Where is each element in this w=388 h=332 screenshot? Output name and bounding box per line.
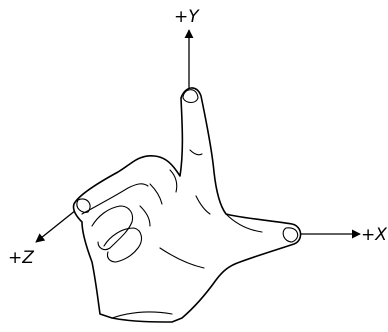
z-axis-label: +Z <box>8 248 34 268</box>
z-axis-arrow <box>36 210 76 242</box>
x-axis-label: +X <box>361 225 387 245</box>
thumb-nail <box>283 228 298 242</box>
hand-illustration <box>73 88 300 322</box>
index-finger-nail <box>183 90 198 103</box>
y-axis-label: +Y <box>174 7 200 27</box>
hand-palm <box>73 88 300 322</box>
